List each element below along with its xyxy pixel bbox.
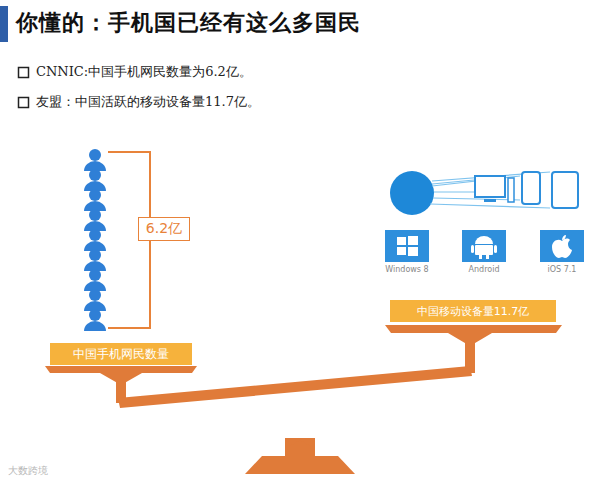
bullet-square — [19, 98, 29, 108]
os-tiles — [385, 230, 584, 262]
people-stack — [84, 149, 106, 331]
bullet-text: 友盟：中国活跃的移动设备量11.7亿。 — [36, 93, 260, 111]
node-text: 中国移动设备量11.7亿 — [417, 304, 530, 319]
category-band: 中国手机网民数量 — [50, 343, 192, 365]
node-text: 6.2亿 — [146, 220, 182, 238]
bullet-text: CNNIC:中国手机网民数量为6.2亿。 — [36, 63, 252, 81]
os-label: Android — [469, 265, 500, 274]
category-band: 中国移动设备量11.7亿 — [390, 300, 556, 322]
watermark: 大数跨境 — [8, 464, 48, 478]
title-bar — [0, 6, 8, 42]
os-label: Windows 8 — [385, 265, 428, 274]
bullet-square — [19, 68, 29, 78]
value-box: 6.2亿 — [138, 217, 190, 241]
balance-scale — [45, 325, 562, 474]
device-icons — [390, 171, 578, 215]
node-text: 中国手机网民数量 — [73, 346, 169, 363]
page-title: 你懂的：手机国已经有这么多国民 — [16, 8, 361, 38]
os-label: iOS 7.1 — [548, 265, 577, 274]
